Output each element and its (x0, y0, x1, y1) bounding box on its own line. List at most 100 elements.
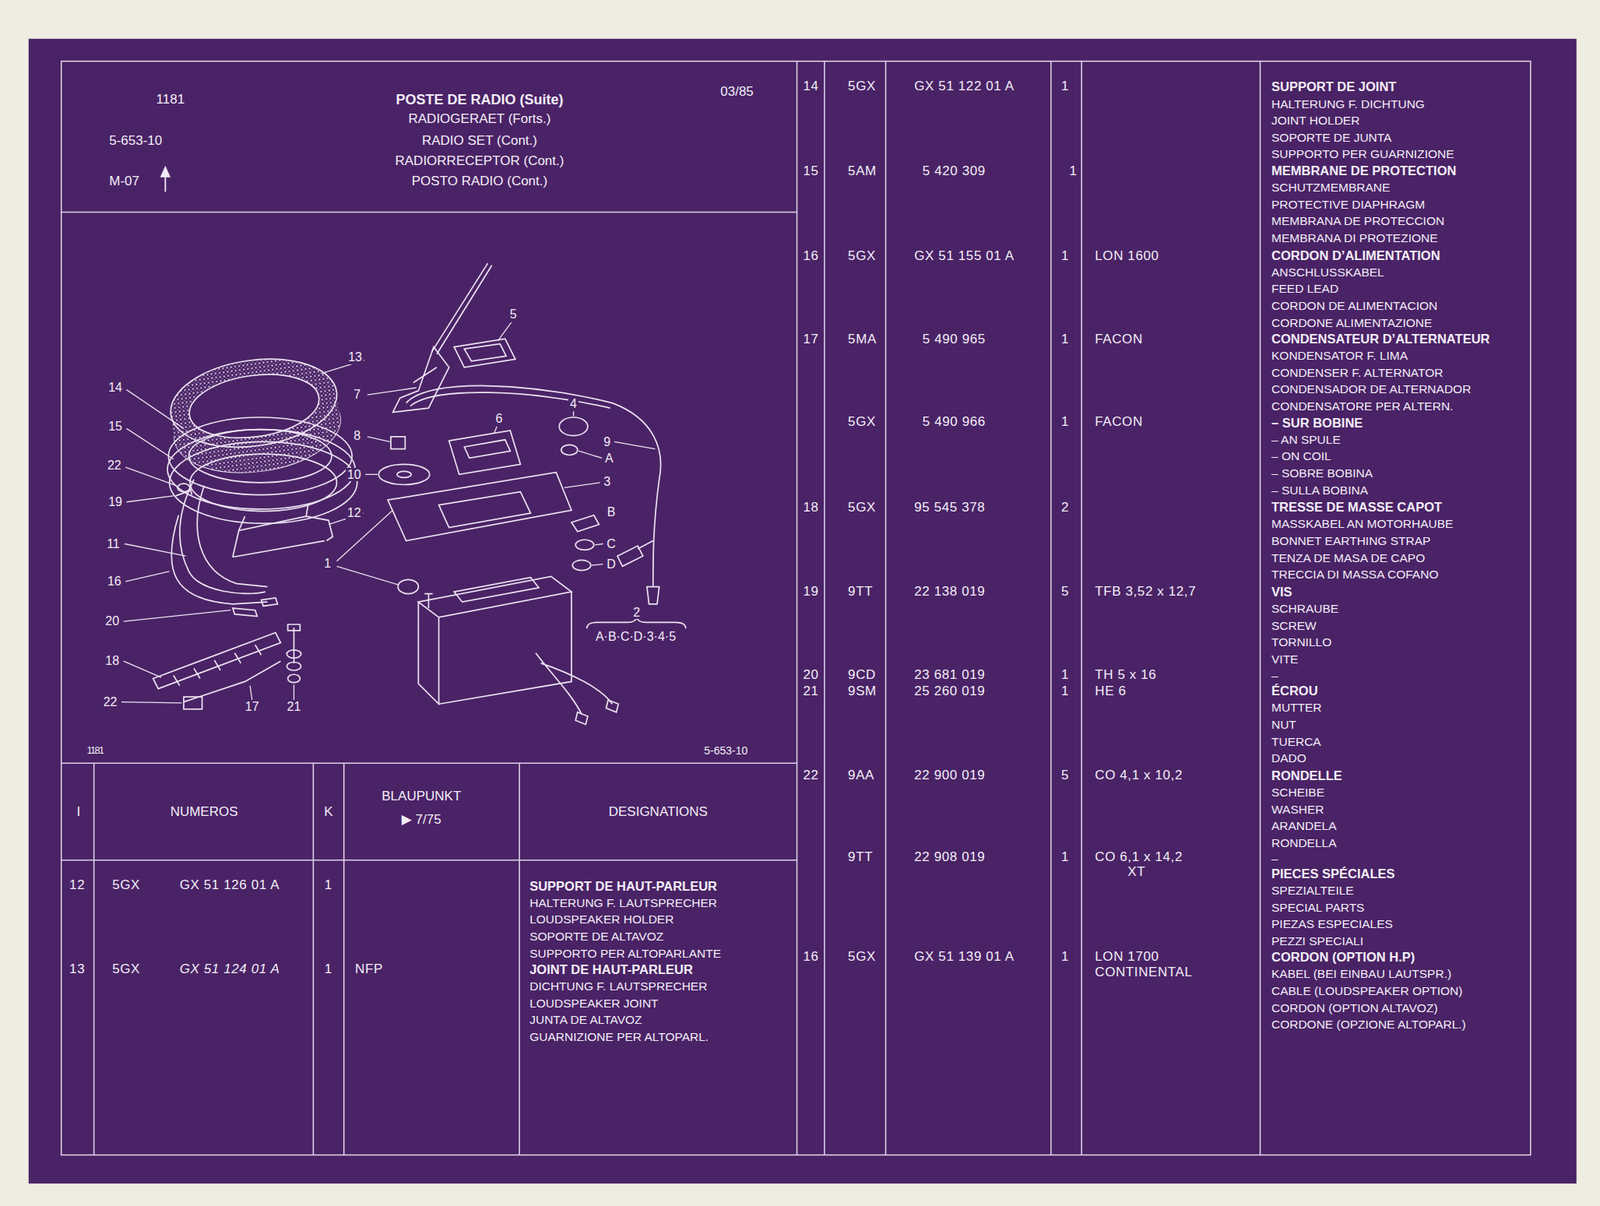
table-cell: 21 (802, 684, 819, 700)
designation-line: CABLE (LOUDSPEAKER OPTION) (1271, 984, 1463, 998)
designation-line: HALTERUNG F. DICHTUNG (1271, 97, 1425, 111)
table-cell: 15 (802, 164, 819, 180)
table-cell: 13 (69, 962, 85, 978)
table-cell: 5GX (847, 949, 876, 965)
table-cell: 25 260 019 (914, 684, 985, 700)
table-cell: 5MA (847, 332, 877, 348)
table-cell: NFP (355, 962, 384, 978)
designation-title: CORDON (OPTION H.P) (1271, 949, 1415, 964)
table-cell: FACON (1094, 332, 1143, 348)
designation-title: SUPPORT DE JOINT (1271, 79, 1397, 94)
designation-line: TUERCA (1271, 734, 1322, 749)
heading-text: 1181 (156, 92, 186, 108)
designation-title: ÉCROU (1271, 683, 1319, 698)
designation-line: HALTERUNG F. LAUTSPRECHER (529, 896, 718, 910)
drawing-path (424, 577, 539, 609)
drawing-ellipse (397, 579, 419, 594)
table-cell: 2 (1061, 500, 1070, 516)
heading-text: BLAUPUNKT (381, 789, 461, 805)
designation-line: GUARNIZIONE PER ALTOPARL. (529, 1030, 709, 1044)
table-cell: 5GX (847, 414, 876, 430)
figure-code: 1181 (86, 745, 103, 757)
designation-line: ARANDELA (1271, 819, 1337, 833)
designation-title: TRESSE DE MASSE CAPOT (1271, 499, 1442, 514)
table-cell: 5 490 966 (922, 414, 986, 430)
table-cell: CO 4,1 x 10,2 (1094, 768, 1183, 784)
drawing-path (367, 387, 417, 395)
drawing-path (126, 390, 184, 430)
designation-line: VITE (1271, 652, 1298, 666)
drawing-path (232, 503, 333, 557)
drawing-path (575, 699, 619, 725)
callout-number: 20 (103, 614, 121, 629)
callout-number: 16 (105, 574, 124, 589)
table-cell: 14 (802, 79, 819, 95)
drawing-line (1259, 61, 1262, 1156)
drawing-ellipse (177, 483, 190, 492)
drawing-path (449, 430, 521, 475)
table-cell: 5 (1061, 584, 1070, 600)
table-cell: 1 (1069, 164, 1077, 180)
designation-line: SPECIAL PARTS (1271, 900, 1365, 915)
designation-line: MUTTER (1271, 700, 1323, 714)
callout-number: C (604, 537, 618, 552)
table-cell: 1 (1061, 949, 1070, 965)
drawing-path (413, 367, 437, 384)
designation-line: SOPORTE DE ALTAVOZ (529, 929, 664, 943)
drawing-path (121, 702, 182, 704)
callout-number: 11 (105, 537, 122, 552)
callout-number: 7 (351, 387, 363, 402)
drawing-line (885, 61, 887, 1156)
designation-line: JOINT HOLDER (1271, 113, 1360, 127)
table-cell: FACON (1094, 414, 1143, 430)
drawing-path (123, 610, 232, 622)
table-cell: 5GX (847, 500, 876, 516)
figure-code: 5-653-10 (703, 745, 748, 757)
table-cell: 23 681 019 (914, 668, 985, 683)
designation-line: – ON COIL (1271, 449, 1332, 463)
drawing-path (293, 684, 295, 700)
callout-number: 15 (106, 419, 124, 434)
designation-line: – SOBRE BOBINA (1271, 466, 1373, 480)
designation-title: JOINT DE HAUT-PARLEUR (529, 962, 693, 977)
table-cell: 5GX (847, 79, 876, 95)
designation-line: CONDENSADOR DE ALTERNADOR (1271, 382, 1471, 396)
drawing-path (249, 685, 253, 700)
callout-number: 5 (508, 307, 519, 322)
table-cell: 9TT (847, 584, 873, 600)
designation-line: TORNILLO (1271, 635, 1332, 649)
drawing-path (594, 543, 603, 545)
table-cell: 9CD (847, 668, 876, 683)
heading-text: K (323, 805, 333, 820)
table-cell: 5AM (847, 164, 877, 180)
drawing-ellipse (559, 417, 588, 437)
speaker-ring (165, 348, 347, 482)
designation-line: PIEZAS ESPECIALES (1271, 917, 1393, 931)
drawing-ellipse (397, 471, 412, 478)
drawing-path (410, 392, 611, 408)
drawing-path (591, 564, 603, 566)
heading-text: RADIO SET (Cont.) (421, 133, 538, 149)
designation-line: DICHTUNG F. LAUTSPRECHER (529, 979, 707, 993)
table-cell: LON 1600 (1094, 249, 1159, 264)
heading-text: POSTO RADIO (Cont.) (411, 174, 548, 190)
drawing-path (161, 167, 169, 177)
table-cell: GX 51 124 01 A (179, 962, 281, 978)
table-cell: 18 (802, 500, 819, 516)
sheet-ground (28, 38, 1577, 1184)
designation-line: PROTECTIVE DIAPHRAGM (1271, 197, 1425, 211)
designation-line: SCHUTZMEMBRANE (1271, 180, 1390, 194)
drawing-path (153, 632, 282, 690)
designation-line: DADO (1271, 751, 1307, 765)
drawing-line (343, 763, 345, 1155)
up-arrow (161, 167, 169, 192)
drawing-rect (183, 696, 203, 710)
drawing-path (431, 263, 492, 355)
table-cell: 20 (802, 668, 819, 683)
designation-title: RONDELLE (1271, 768, 1343, 783)
table-grid (61, 61, 1531, 1156)
table-cell: 1 (1061, 850, 1070, 866)
designation-title: PIECES SPÉCIALES (1271, 866, 1396, 881)
designation-line: CONDENSATORE PER ALTERN. (1271, 399, 1453, 413)
table-cell: 22 138 019 (914, 584, 985, 600)
